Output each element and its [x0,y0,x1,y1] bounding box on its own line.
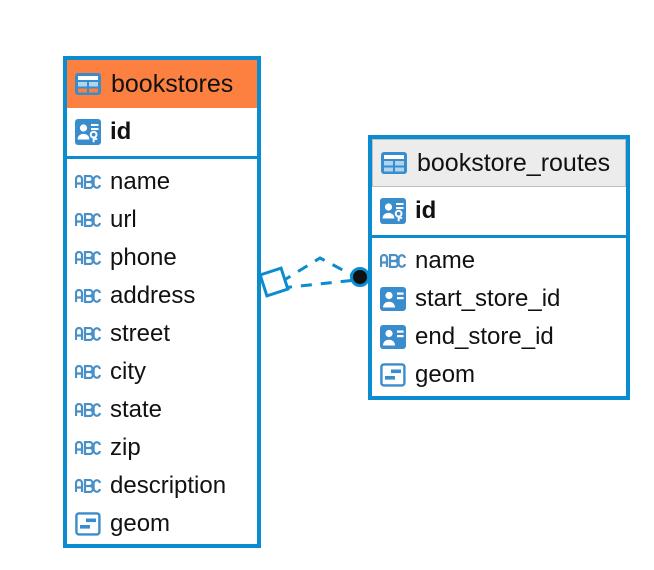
field-label-name: name [110,168,171,195]
field-row-geom[interactable]: geom [372,356,626,394]
field-row-zip[interactable]: zip [67,429,257,467]
entity-bookstores[interactable]: bookstores id [63,56,261,548]
text-abc-icon [75,283,101,309]
text-abc-icon [75,245,101,271]
primary-key-section-bookstore-routes: id [372,187,626,238]
entity-bookstore-routes[interactable]: bookstore_routes id [368,135,630,400]
field-list-bookstores: name url [67,159,257,549]
field-row-phone[interactable]: phone [67,239,257,277]
field-label-geom: geom [110,510,171,537]
field-row-name[interactable]: name [372,242,626,280]
text-abc-icon [75,207,101,233]
field-row-name[interactable]: name [67,163,257,201]
table-grid-icon [75,73,101,95]
text-abc-icon [75,359,101,385]
field-list-bookstore-routes: name start_store_id [372,238,626,400]
entity-header-bookstore-routes[interactable]: bookstore_routes [372,139,626,187]
field-label-street: street [110,320,171,347]
relationship-circle-marker [350,267,370,287]
field-label-id: id [415,197,437,224]
field-row-geom[interactable]: geom [67,505,257,543]
geometry-icon [380,363,406,387]
text-abc-icon [75,321,101,347]
text-abc-icon [75,169,101,195]
relationship-diamond-marker [258,266,290,298]
field-label-phone: phone [110,244,177,271]
text-abc-icon [75,435,101,461]
field-label-geom: geom [415,361,476,388]
primary-key-section-bookstores: id [67,108,257,159]
entity-title-bookstores: bookstores [111,69,234,98]
entity-header-bookstores[interactable]: bookstores [67,60,257,108]
field-label-start-store-id: start_store_id [415,285,561,312]
relationship-line-upper [280,256,357,284]
foreign-key-icon [380,287,406,311]
field-label-zip: zip [110,434,141,461]
field-row-description[interactable]: description [67,467,257,505]
field-row-id[interactable]: id [372,187,626,235]
field-row-start-store-id[interactable]: start_store_id [372,280,626,318]
text-abc-icon [380,248,406,274]
field-label-description: description [110,472,227,499]
field-row-state[interactable]: state [67,391,257,429]
field-row-id[interactable]: id [67,108,257,156]
field-label-name: name [415,247,476,274]
entity-title-bookstore-routes: bookstore_routes [417,148,611,177]
field-row-city[interactable]: city [67,353,257,391]
field-label-address: address [110,282,196,309]
field-label-end-store-id: end_store_id [415,323,554,350]
field-row-url[interactable]: url [67,201,257,239]
foreign-key-icon [380,325,406,349]
table-grid-icon [381,152,407,174]
text-abc-icon [75,473,101,499]
field-label-state: state [110,396,163,423]
primary-key-icon [75,119,101,145]
primary-key-icon [380,198,406,224]
relationship-line-lower [280,278,357,290]
geometry-icon [75,512,101,536]
field-label-url: url [110,206,137,233]
text-abc-icon [75,397,101,423]
field-row-end-store-id[interactable]: end_store_id [372,318,626,356]
field-label-city: city [110,358,146,385]
field-label-id: id [110,118,132,145]
field-row-street[interactable]: street [67,315,257,353]
field-row-address[interactable]: address [67,277,257,315]
